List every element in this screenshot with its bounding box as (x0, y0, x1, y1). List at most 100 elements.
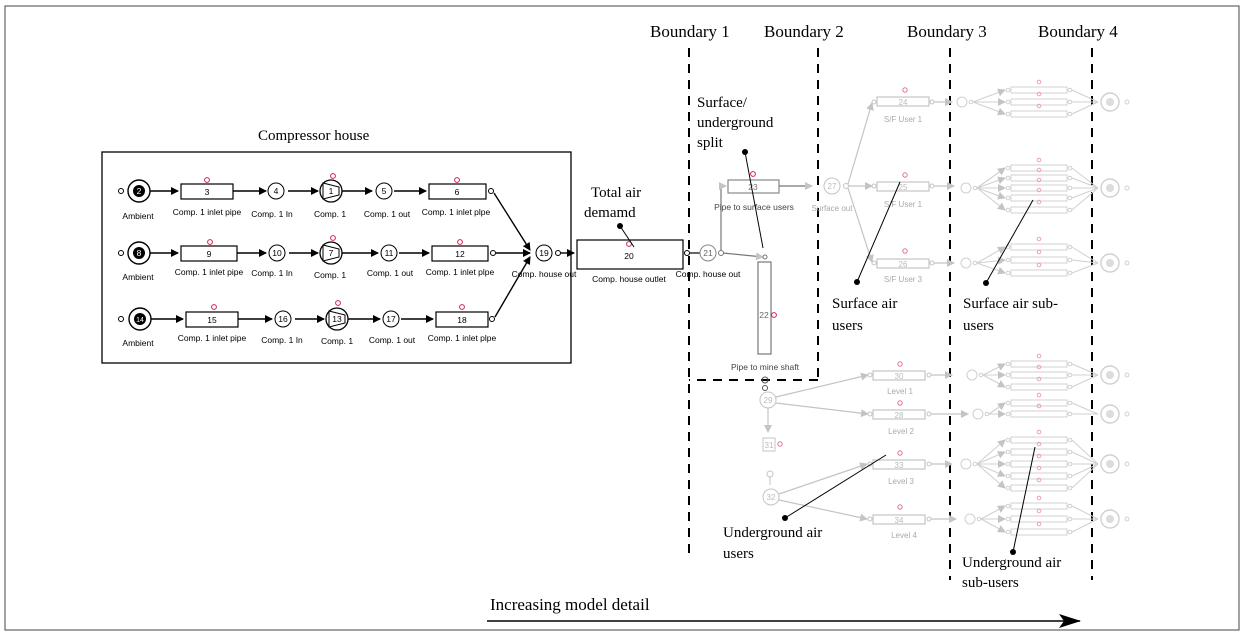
sub-user-pipe (1010, 243, 1068, 251)
sub-user-groups (956, 79, 1130, 536)
annotation-surface-sub-2: users (963, 318, 994, 334)
sub-user-branch (976, 463, 1006, 489)
shaft-id: 22 (759, 310, 769, 320)
sub-user-branch (976, 167, 1006, 189)
surface-user-label: S/F User 1 (884, 200, 923, 209)
pipe-label: Comp. 1 inlet plpe (428, 333, 497, 343)
pipe-id: 12 (455, 249, 465, 259)
node-out-label: Comp. 1 out (369, 335, 416, 345)
surface-user-id: 26 (899, 260, 908, 269)
pipe-block (428, 183, 487, 200)
surface-user-3: 26 S/F User 3 (871, 248, 955, 284)
compressor-label: Comp. 1 (314, 270, 346, 280)
node-out-label: Comp. 1 out (364, 209, 411, 219)
level-label: Level 1 (887, 387, 913, 396)
sub-user-branch (976, 187, 1006, 211)
surface-user-id: 24 (899, 98, 908, 107)
annotation-total-air-2: demamd (584, 205, 636, 221)
sub-user-sink-node (1100, 178, 1120, 198)
sub-user-pipe (1010, 110, 1068, 118)
annotations: Total air demamd Surface/ underground sp… (584, 95, 1061, 591)
boundary-1-label: Boundary 1 (650, 22, 730, 41)
outer-border (4, 5, 1240, 631)
node-in (267, 182, 285, 200)
pipe-label: Comp. 1 inlet pipe (178, 333, 247, 343)
surface-pipe-label: Pipe to surface users (714, 202, 794, 212)
level-id: 30 (895, 372, 904, 381)
sub-user-branch (982, 363, 1006, 376)
sub-user-sink-node (1100, 92, 1120, 112)
sub-user-hub-node (964, 513, 976, 525)
annotation-split-1: Surface/ (697, 95, 748, 111)
surface-user-id: 25 (899, 183, 908, 192)
sub-user-sink-node (1100, 365, 1120, 385)
node27-label: Surface out (812, 204, 854, 213)
node-in-id: 16 (278, 314, 288, 324)
annotation-split-2: underground (697, 115, 774, 131)
compressor-house-box (101, 151, 572, 364)
sub-user-branch (976, 246, 1006, 264)
boundary-4-label: Boundary 4 (1038, 22, 1118, 41)
outlet-id: 20 (624, 251, 634, 261)
sub-user-hub-node (972, 408, 984, 420)
node-in (268, 244, 286, 262)
level-id: 34 (895, 516, 904, 525)
sub-user-pipe (1010, 502, 1068, 510)
surface-user-label: S/F User 1 (884, 115, 923, 124)
sub-user-branch (980, 518, 1006, 533)
pipe-id: 18 (457, 315, 467, 325)
sub-user-pipe (1010, 86, 1068, 94)
level-4: 34 Level 4 (867, 504, 957, 540)
ambient-id: 8 (137, 248, 142, 258)
level-label: Level 3 (888, 477, 914, 486)
pipe-id: 9 (207, 249, 212, 259)
pipe-id: 15 (207, 315, 217, 325)
sub-user-sink-node (1100, 253, 1120, 273)
sub-user-branch (982, 374, 1006, 388)
compressor-row-3: 14 Ambient 15 Comp. 1 inlet pipe 16 Comp… (118, 300, 497, 348)
node-in-label: Comp. 1 In (251, 209, 293, 219)
node-in (274, 310, 292, 328)
node-out (380, 244, 398, 262)
annotation-underground-sub-2: sub-users (962, 575, 1019, 591)
annotation-split-3: split (697, 135, 724, 151)
annotation-underground-2: users (723, 546, 754, 562)
sub-user-pipe (1010, 206, 1068, 214)
sub-user-pipe (1010, 399, 1068, 407)
node27-id: 27 (828, 182, 837, 191)
outlet-block (576, 239, 684, 270)
surface-user-1: 24 S/F User 1 (871, 87, 953, 124)
level-1: 30 Level 1 (867, 361, 953, 396)
sub-user-sink-node (1100, 454, 1120, 474)
node21-label: Comp. house out (676, 269, 741, 279)
node-out-id: 11 (385, 248, 394, 258)
ambient-label: Ambient (122, 338, 154, 348)
sub-user-branch (976, 176, 1006, 189)
sub-user-pipe (1010, 194, 1068, 202)
node-in-id: 10 (272, 248, 282, 258)
sub-user-pipe (1010, 484, 1068, 492)
sub-user-sink-node (1100, 404, 1120, 424)
sub-user-branch (976, 187, 1006, 200)
sub-user-pipe (1010, 460, 1068, 468)
detail-label: Increasing model detail (490, 595, 650, 614)
sub-user-pipe (1010, 174, 1068, 182)
sub-user-pipe (1010, 371, 1068, 379)
boundary-3-label: Boundary 3 (907, 22, 987, 41)
sub-user-pipe (1010, 528, 1068, 536)
sub-user-pipe (1010, 436, 1068, 444)
sub-user-pipe (1010, 410, 1068, 418)
shaft-label: Pipe to mine shaft (731, 362, 800, 372)
sub-user-branch (976, 451, 1006, 465)
house-out-label: Comp. house out (512, 269, 577, 279)
pipe-block (435, 311, 489, 328)
sub-user-branch (980, 505, 1006, 520)
boundary-2-label: Boundary 2 (764, 22, 844, 41)
node32-id: 32 (767, 493, 776, 502)
sub-user-branch (976, 262, 1006, 275)
node-in-label: Comp. 1 In (251, 268, 293, 278)
sub-user-branch (976, 256, 1006, 265)
level-2: 28 Level 2 (867, 400, 969, 436)
